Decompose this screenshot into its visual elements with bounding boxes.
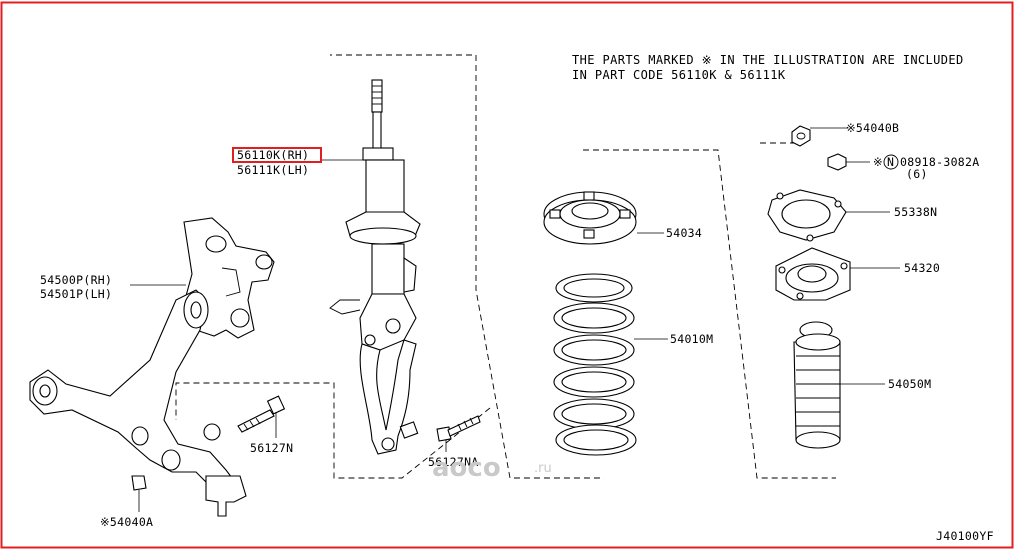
label-54320[interactable]: 54320 [904, 261, 940, 275]
diagram-code: J40100YF [936, 529, 994, 543]
fork-body [359, 339, 417, 455]
strut-group-outline-right [376, 54, 604, 479]
strut-cap [362, 147, 394, 161]
lower-arm [29, 289, 247, 517]
spring-group-outline [583, 149, 836, 479]
strut-upper-body [365, 159, 405, 216]
strut-assembly [329, 79, 421, 351]
label-56127na[interactable]: 56127NA [428, 455, 479, 469]
label-strut-rh[interactable]: 56110K(RH) [237, 148, 309, 162]
label-strut-lh[interactable]: 56111K(LH) [237, 163, 309, 177]
label-55338n[interactable]: 55338N [894, 205, 937, 219]
spring-seat-54034 [543, 191, 637, 245]
label-54040a[interactable]: ※54040A [100, 515, 153, 529]
note-line-2: IN PART CODE 56110K & 56111K [572, 68, 786, 82]
label-08918-circle: N [887, 155, 894, 169]
bolt-group-outline [175, 382, 491, 479]
label-08918-qty: (6) [906, 167, 928, 181]
mount-54320 [775, 247, 851, 301]
nut-54040b-shape [791, 125, 811, 147]
bound-bumper-54050m [793, 321, 841, 449]
watermark-suffix: .ru [534, 461, 552, 476]
ball-joint-boss [161, 449, 181, 471]
highlight-box [232, 147, 322, 163]
nut-08918-shape [827, 153, 847, 171]
label-56127n[interactable]: 56127N [250, 441, 293, 455]
seat-55338n [767, 189, 847, 242]
strut-thread [371, 79, 383, 113]
coil-spring-54010m [553, 273, 637, 456]
label-54040b[interactable]: ※54040B [846, 121, 899, 135]
n-circle-icon [883, 154, 899, 170]
lower-arm-body [29, 289, 239, 495]
label-54034[interactable]: 54034 [666, 226, 702, 240]
watermark-brand: aoco [432, 453, 501, 483]
ball-joint [205, 475, 247, 517]
label-54050m[interactable]: 54050M [888, 377, 931, 391]
label-knuckle-rh[interactable]: 54500P(RH) [40, 273, 112, 287]
note-line-1: THE PARTS MARKED ※ IN THE ILLUSTRATION A… [572, 53, 964, 67]
bolt-56127n-shape [237, 395, 286, 433]
label-08918-prefix: ※ [873, 155, 883, 169]
nut-54040a-shape [131, 475, 147, 491]
strut-lower-tube [371, 243, 405, 295]
strut-rod [372, 111, 382, 151]
label-08918[interactable]: 08918-3082A [900, 155, 979, 169]
label-knuckle-lh[interactable]: 54501P(LH) [40, 287, 112, 301]
strut-fork [359, 339, 419, 455]
label-54010m[interactable]: 54010M [670, 332, 713, 346]
bolt-56127na-shape [436, 415, 481, 442]
